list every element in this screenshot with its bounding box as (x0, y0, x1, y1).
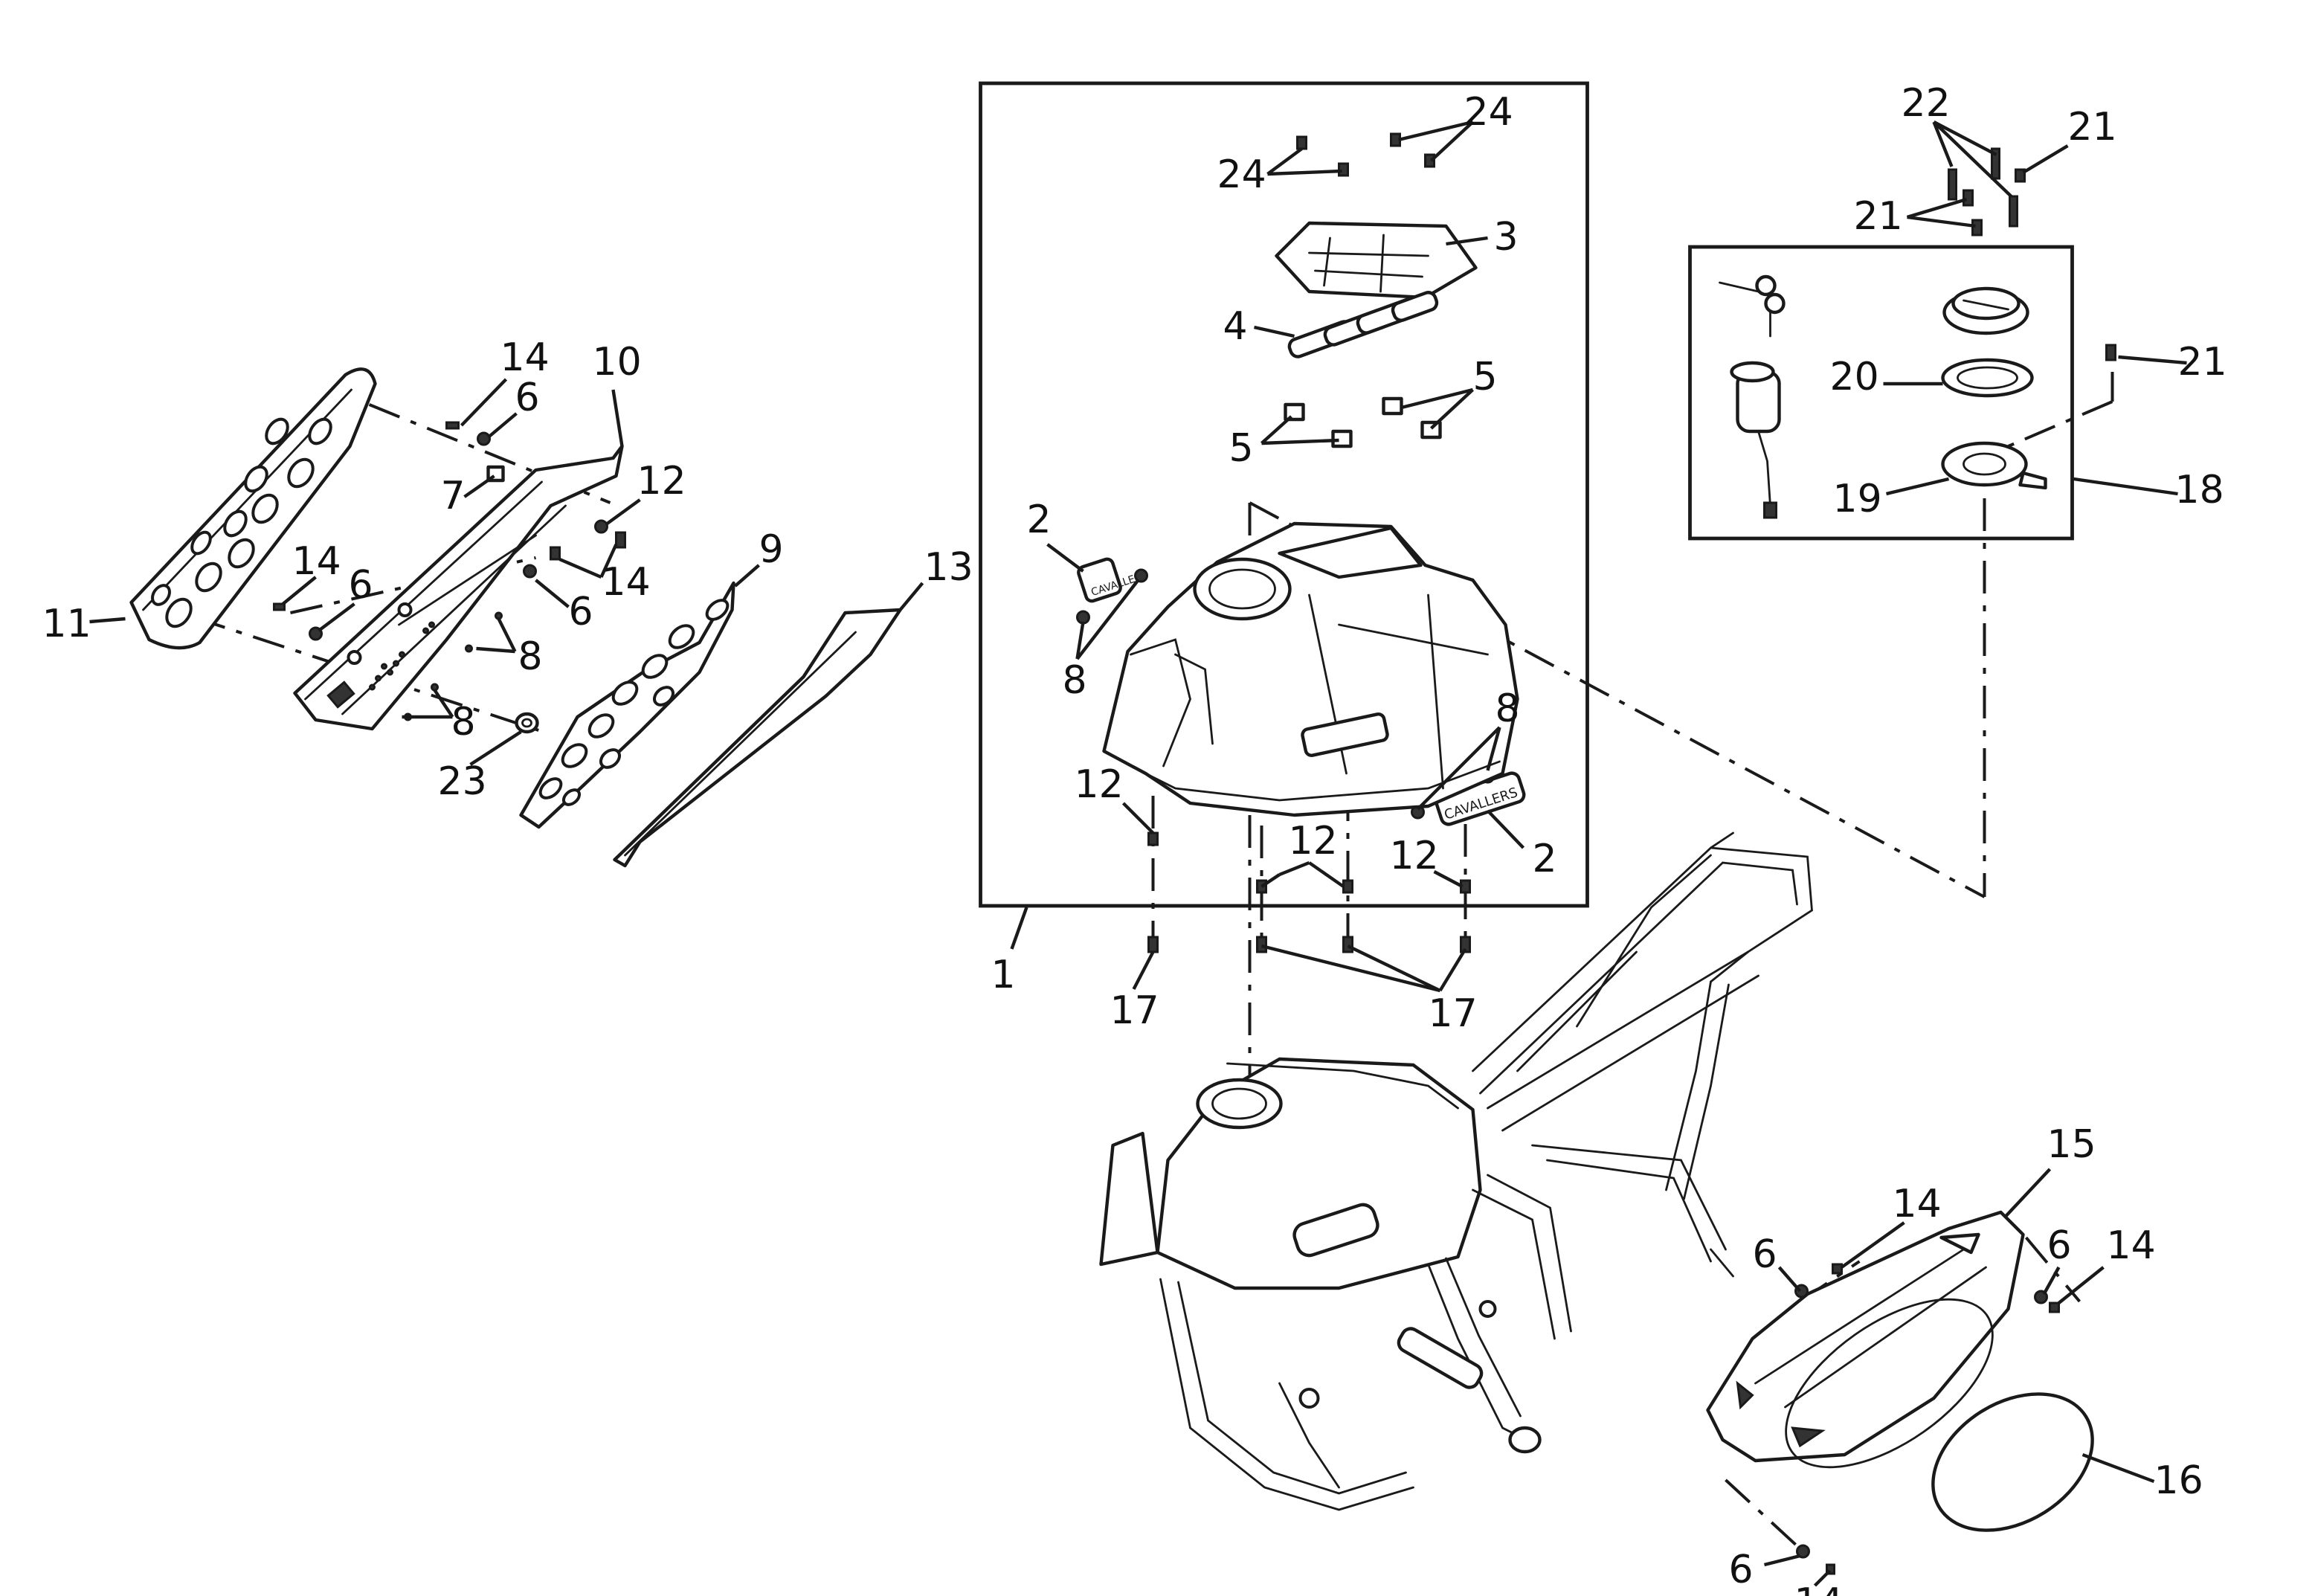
fuel-tank (1102, 521, 1519, 817)
lock-set-box (1688, 245, 2074, 541)
callout-9: 9 (759, 527, 784, 572)
tank-mount-screws (1147, 831, 1471, 953)
side-panel (293, 444, 624, 731)
clips (1284, 396, 1442, 448)
callout-6f: 6 (1729, 1548, 1754, 1592)
key-icon (1719, 274, 1786, 338)
callout-14d: 14 (1893, 1182, 1942, 1226)
callout-6c: 6 (349, 563, 373, 608)
callout-22: 22 (1902, 81, 1951, 126)
callout-8b: 8 (451, 700, 476, 744)
callout-18: 18 (2175, 468, 2224, 512)
callout-8c: 8 (1063, 658, 1087, 703)
callout-21c: 21 (2178, 340, 2227, 384)
callout-2b: 2 (1533, 837, 1557, 881)
callout-12a: 12 (637, 459, 686, 503)
callout-14f: 14 (1794, 1580, 1844, 1596)
callout-6a: 6 (515, 376, 540, 420)
callout-19: 19 (1833, 477, 1882, 521)
callout-17b: 17 (1429, 991, 1478, 1036)
callout-2a: 2 (1027, 498, 1052, 542)
filler-neck-ring (1941, 441, 2047, 490)
rubber-strips (1287, 291, 1439, 358)
shield-holes (538, 599, 730, 806)
callout-12d: 12 (1390, 834, 1439, 878)
callout-5a: 5 (1473, 355, 1498, 399)
callout-11: 11 (42, 602, 91, 646)
callout-14a: 14 (500, 335, 550, 380)
callout-6d: 6 (1753, 1232, 1777, 1277)
fuel-cap-gasket (1941, 358, 2034, 398)
tank-assembly-box (979, 81, 1589, 908)
callout-10: 10 (593, 340, 642, 384)
lock-screws (1948, 147, 2116, 361)
callout-14e: 14 (2107, 1223, 2156, 1268)
cover-holes (151, 417, 332, 628)
callout-12b: 12 (1075, 762, 1124, 807)
callout-14b: 14 (602, 560, 651, 605)
callout-labels: 11 14 6 10 7 12 14 6 14 6 8 8 23 9 13 2 … (42, 81, 2227, 1596)
callout-6e: 6 (2047, 1223, 2072, 1268)
callout-5b: 5 (1229, 426, 1254, 471)
callout-13: 13 (924, 545, 973, 590)
heat-shield (519, 581, 735, 829)
callout-4: 4 (1223, 304, 1248, 349)
callout-23: 23 (438, 759, 487, 804)
callout-14c: 14 (292, 539, 341, 584)
oval-gasket (1931, 1392, 2094, 1532)
callout-6b: 6 (569, 590, 593, 634)
callout-7: 7 (441, 474, 466, 518)
ignition-lock (1730, 361, 1781, 519)
washer (515, 712, 539, 734)
vent-dots (369, 621, 435, 691)
callout-20: 20 (1830, 355, 1879, 399)
callout-8a: 8 (518, 634, 543, 679)
callout-21b: 21 (1854, 194, 1903, 239)
trim-strip (613, 608, 902, 868)
callout-17a: 17 (1110, 988, 1159, 1033)
callout-16: 16 (2154, 1458, 2203, 1503)
tank-screws (1296, 132, 1435, 177)
lock-set (1719, 274, 2047, 519)
fuel-cap (1942, 286, 2029, 335)
left-side-cover (129, 367, 377, 650)
leader-lines (89, 120, 2187, 1587)
tank-top-plate (1275, 221, 1478, 300)
callout-24a: 24 (1464, 90, 1513, 135)
frame (1099, 831, 1813, 1511)
callout-3: 3 (1494, 215, 1519, 260)
callout-8d: 8 (1495, 686, 1520, 731)
callout-12c: 12 (1289, 819, 1338, 863)
callout-21a: 21 (2068, 105, 2117, 149)
callout-1: 1 (991, 953, 1016, 997)
callout-24b: 24 (1217, 152, 1266, 197)
callout-15: 15 (2047, 1122, 2096, 1167)
